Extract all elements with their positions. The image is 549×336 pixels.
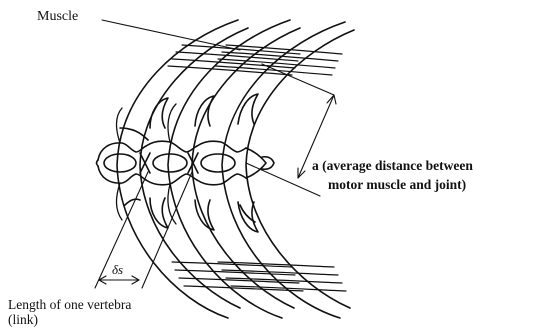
vertebral-bodies [97, 141, 275, 185]
muscle-label: Muscle [37, 9, 78, 25]
vertebra-length-label: Length of one vertebra (link) [8, 297, 131, 327]
vertebra-2-body [153, 154, 187, 172]
delta-s-label: δs [112, 262, 123, 278]
lower-muscle-bands [172, 262, 346, 291]
vertebra-length-label-line2: (link) [8, 312, 131, 327]
distance-label-line1: a (average distance between [312, 158, 473, 173]
distance-label-line2: motor muscle and joint) [312, 175, 473, 194]
vertebra-1-body [104, 154, 136, 172]
rib-1-outer [117, 20, 238, 318]
distance-label: a (average distance between motor muscle… [312, 156, 473, 194]
vertebra-3-body [201, 154, 235, 172]
muscle-leader-line [102, 20, 240, 50]
upper-spinous-processes [120, 94, 258, 140]
vertebra-length-label-line1: Length of one vertebra [8, 297, 131, 312]
